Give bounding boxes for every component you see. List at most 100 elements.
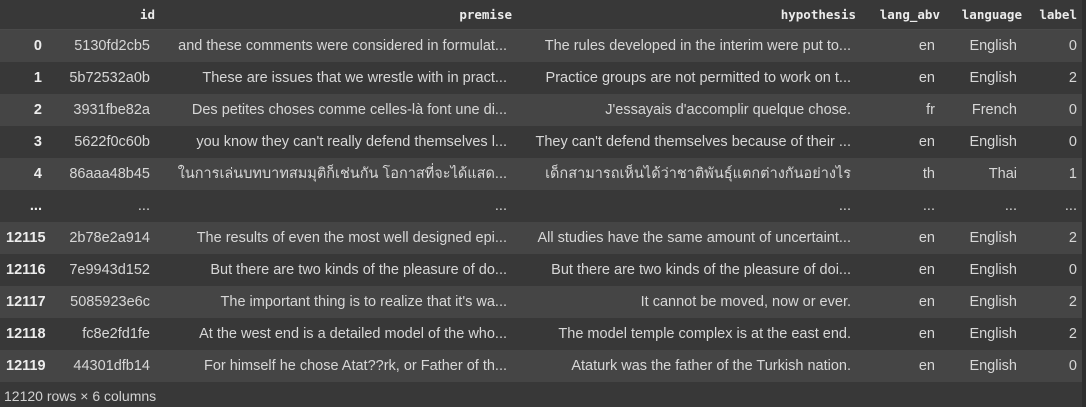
cell-hypothesis: The rules developed in the interim were … <box>544 37 851 54</box>
cell-label: ... <box>1064 197 1077 214</box>
cell-lang-abv: en <box>918 37 935 54</box>
cell-language: English <box>969 69 1017 86</box>
column-header-lang-abv: lang_abv <box>861 0 945 30</box>
table-row: ..................... <box>0 189 1082 222</box>
cell-label: 0 <box>1068 37 1077 54</box>
index-header <box>0 0 50 30</box>
cell-id: 5622f0c60b <box>74 133 150 150</box>
cell-id: 86aaa48b45 <box>69 165 150 182</box>
table-row: 12115 2b78e2a914 The results of even the m… <box>0 221 1082 254</box>
cell-lang-abv: en <box>918 357 935 374</box>
cell-lang-abv: en <box>918 69 935 86</box>
cell-id: 5085923e6c <box>70 293 150 310</box>
cell-hypothesis: They can't defend themselves because of … <box>535 133 851 150</box>
cell-premise: ในการเล่นบทบาทสมมุติก็เช่นกัน โอกาสที่จะ… <box>177 166 507 182</box>
cell-id: ... <box>137 197 150 214</box>
cell-language: English <box>969 357 1017 374</box>
column-header-premise: premise <box>160 0 517 30</box>
cell-id: 5b72532a0b <box>69 69 150 86</box>
cell-hypothesis: Practice groups are not permitted to wor… <box>545 69 851 86</box>
table-header: id premise hypothesis lang_abv language … <box>0 0 1082 30</box>
row-index: 2 <box>33 101 42 118</box>
cell-label: 0 <box>1068 133 1077 150</box>
table-row: 12119 44301dfb14 For himself he chose Atat… <box>0 349 1082 382</box>
cell-lang-abv: ... <box>922 197 935 214</box>
cell-hypothesis: It cannot be moved, now or ever. <box>640 293 851 310</box>
cell-premise: For himself he chose Atat??rk, or Father… <box>203 357 507 374</box>
table-row: 4 86aaa48b45 ในการเล่นบทบาทสมมุติก็เช่นกัน… <box>0 157 1082 190</box>
cell-id: 7e9943d152 <box>69 261 150 278</box>
table-row: 12117 5085923e6c The important thing is to… <box>0 285 1082 318</box>
cell-id: 2b78e2a914 <box>69 229 150 246</box>
cell-label: 0 <box>1068 101 1077 118</box>
dataframe-shape-caption: 12120 rows × 6 columns <box>4 388 157 404</box>
cell-language: English <box>969 133 1017 150</box>
table-row: 0 5130fd2cb5 and these comments were consi… <box>0 29 1082 62</box>
cell-lang-abv: en <box>918 261 935 278</box>
row-index: 1 <box>33 69 42 86</box>
cell-label: 2 <box>1068 293 1077 310</box>
column-header-id: id <box>50 0 160 30</box>
cell-language: English <box>969 325 1017 342</box>
column-header-label: label <box>1027 0 1082 30</box>
row-index: 4 <box>33 165 42 182</box>
table-row: 12116 7e9943d152 But there are two kinds o… <box>0 253 1082 286</box>
cell-premise: The important thing is to realize that i… <box>220 293 507 310</box>
cell-lang-abv: en <box>918 229 935 246</box>
cell-id: 44301dfb14 <box>73 357 150 374</box>
cell-label: 0 <box>1068 357 1077 374</box>
table-row: 2 3931fbe82a Des petites choses comme cell… <box>0 93 1082 126</box>
table-body: 0 5130fd2cb5 and these comments were consi… <box>0 29 1082 382</box>
vertical-scrollbar[interactable] <box>1082 0 1086 407</box>
cell-premise: At the west end is a detailed model of t… <box>199 325 507 342</box>
cell-id: 5130fd2cb5 <box>74 37 150 54</box>
row-index: 12116 <box>6 261 46 278</box>
cell-language: English <box>969 261 1017 278</box>
table-row: 1 5b72532a0b These are issues that we wres… <box>0 61 1082 94</box>
cell-lang-abv: en <box>918 293 935 310</box>
table-row: 12118 fc8e2fd1fe At the west end is a deta… <box>0 317 1082 350</box>
row-index: 12117 <box>6 293 46 310</box>
cell-lang-abv: th <box>922 165 935 182</box>
cell-hypothesis: ... <box>838 197 851 214</box>
cell-language: ... <box>1004 197 1017 214</box>
cell-label: 1 <box>1068 165 1077 182</box>
cell-premise: and these comments were considered in fo… <box>178 37 507 54</box>
header-row: id premise hypothesis lang_abv language … <box>0 0 1082 30</box>
cell-hypothesis: But there are two kinds of the pleasure … <box>551 261 851 278</box>
cell-label: 2 <box>1068 69 1077 86</box>
cell-id: fc8e2fd1fe <box>82 325 150 342</box>
cell-premise: Des petites choses comme celles-là font … <box>191 101 507 118</box>
cell-hypothesis: J'essayais d'accomplir quelque chose. <box>605 101 851 118</box>
cell-language: English <box>969 293 1017 310</box>
cell-premise: But there are two kinds of the pleasure … <box>210 261 507 278</box>
cell-label: 0 <box>1068 261 1077 278</box>
row-index: ... <box>29 197 42 214</box>
cell-lang-abv: en <box>918 325 935 342</box>
cell-language: Thai <box>988 165 1017 182</box>
cell-hypothesis: เด็กสามารถเห็นได้ว่าชาติพันธุ์แตกต่างกัน… <box>545 166 851 182</box>
cell-hypothesis: The model temple complex is at the east … <box>558 325 851 342</box>
cell-premise: ... <box>494 197 507 214</box>
dataframe-table: id premise hypothesis lang_abv language … <box>0 0 1082 382</box>
cell-premise: The results of even the most well design… <box>196 229 507 246</box>
cell-language: French <box>971 101 1017 118</box>
row-index: 12118 <box>6 325 46 342</box>
cell-language: English <box>969 229 1017 246</box>
cell-lang-abv: fr <box>926 101 935 118</box>
cell-id: 3931fbe82a <box>73 101 150 118</box>
cell-label: 2 <box>1068 229 1077 246</box>
cell-hypothesis: Ataturk was the father of the Turkish na… <box>571 357 851 374</box>
column-header-hypothesis: hypothesis <box>517 0 861 30</box>
cell-premise: These are issues that we wrestle with in… <box>202 69 507 86</box>
column-header-language: language <box>945 0 1027 30</box>
row-index: 0 <box>33 37 42 54</box>
row-index: 3 <box>33 133 42 150</box>
cell-label: 2 <box>1068 325 1077 342</box>
cell-language: English <box>969 37 1017 54</box>
cell-hypothesis: All studies have the same amount of unce… <box>537 229 851 246</box>
cell-lang-abv: en <box>918 133 935 150</box>
row-index: 12119 <box>6 357 46 374</box>
row-index: 12115 <box>6 229 46 246</box>
